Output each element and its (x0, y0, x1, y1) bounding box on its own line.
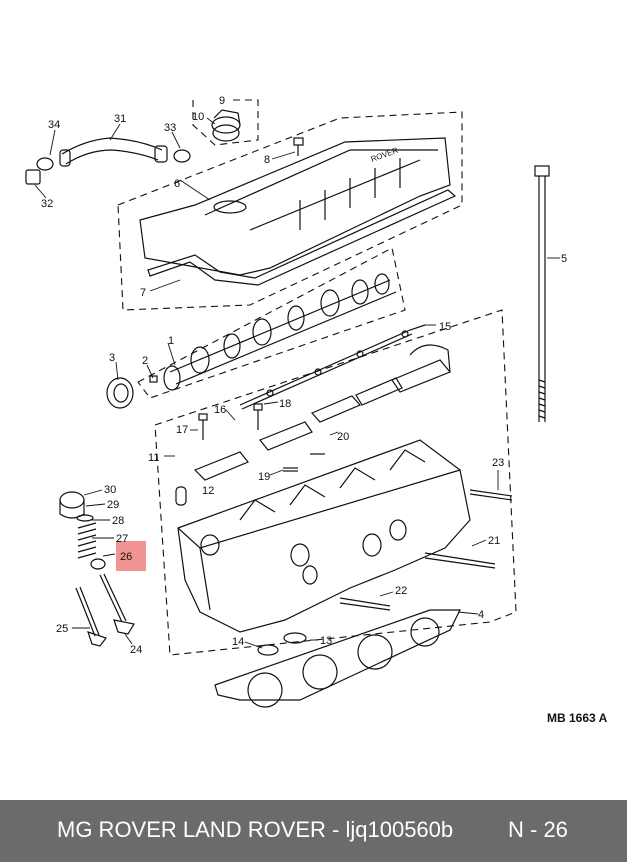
callout-30: 30 (104, 484, 116, 496)
callout-29: 29 (107, 499, 119, 511)
diagram-reference: MB 1663 A (547, 711, 608, 725)
oil-filler-cap (211, 109, 241, 142)
callout-18: 18 (279, 398, 291, 410)
callout-33: 33 (164, 122, 176, 134)
small-fasteners (198, 403, 325, 472)
valve-train-parts (59, 491, 106, 570)
dowel (175, 486, 187, 506)
svg-text:ROVER: ROVER (370, 146, 400, 164)
callout-8: 8 (264, 154, 270, 166)
camshaft (163, 273, 397, 391)
callout-32: 32 (41, 198, 53, 210)
camshaft-seal (106, 377, 134, 409)
callout-6: 6 (174, 178, 180, 190)
callout-34: 34 (48, 119, 60, 131)
callout-5: 5 (561, 253, 567, 265)
highlight-box-26 (116, 541, 146, 571)
rocker-cover-gasket (147, 189, 457, 286)
cylinder-head-bolt (534, 165, 550, 422)
callout-23: 23 (492, 457, 504, 469)
callout-9: 9 (219, 95, 225, 107)
callout-20: 20 (337, 431, 349, 443)
callout-19: 19 (258, 471, 270, 483)
rocker-cover: ROVER (139, 137, 451, 276)
breather-hose-assembly (25, 137, 191, 185)
callout-11: 11 (148, 452, 159, 464)
cylinder-head-gasket (214, 609, 461, 708)
seal-13 (283, 632, 307, 644)
callout-1: 1 (168, 335, 174, 347)
callout-25: 25 (56, 623, 68, 635)
callout-17: 17 (176, 424, 188, 436)
callout-leader-lines (34, 117, 560, 649)
dashed-group-outlines (117, 99, 517, 656)
callout-26: 26 (120, 551, 132, 563)
callout-28: 28 (112, 515, 124, 527)
callout-4: 4 (478, 609, 484, 621)
footer-title: MG ROVER LAND ROVER - ljq100560b (57, 817, 454, 842)
callout-14: 14 (232, 636, 244, 648)
callout-7: 7 (140, 287, 146, 299)
seal-14 (257, 644, 279, 656)
callout-13: 13 (320, 635, 332, 647)
callout-21: 21 (488, 535, 500, 547)
callout-2: 2 (142, 355, 148, 367)
footer-page-code: N - 26 (508, 817, 568, 842)
callout-12: 12 (202, 485, 214, 497)
callout-15: 15 (439, 321, 451, 333)
callout-27: 27 (116, 533, 128, 545)
exploded-parts-diagram: ROVER (25, 95, 608, 725)
cylinder-head (177, 439, 471, 633)
callout-3: 3 (109, 352, 115, 364)
footer-bar: MG ROVER LAND ROVER - ljq100560b N - 26 (0, 800, 627, 862)
callout-10: 10 (192, 111, 204, 123)
callout-24: 24 (130, 644, 142, 656)
callout-31: 31 (114, 113, 126, 125)
callout-labels: 1 2 3 4 5 6 7 8 9 10 11 12 13 14 15 16 1… (41, 95, 608, 725)
rocker-cover-bolt (293, 137, 304, 156)
valves (75, 573, 135, 647)
woodruff-key (149, 375, 158, 383)
camshaft-carriers (193, 344, 451, 481)
oil-feed-rail (239, 324, 426, 410)
callout-16: 16 (214, 404, 226, 416)
cylinder-head-studs (339, 489, 513, 611)
callout-22: 22 (395, 585, 407, 597)
